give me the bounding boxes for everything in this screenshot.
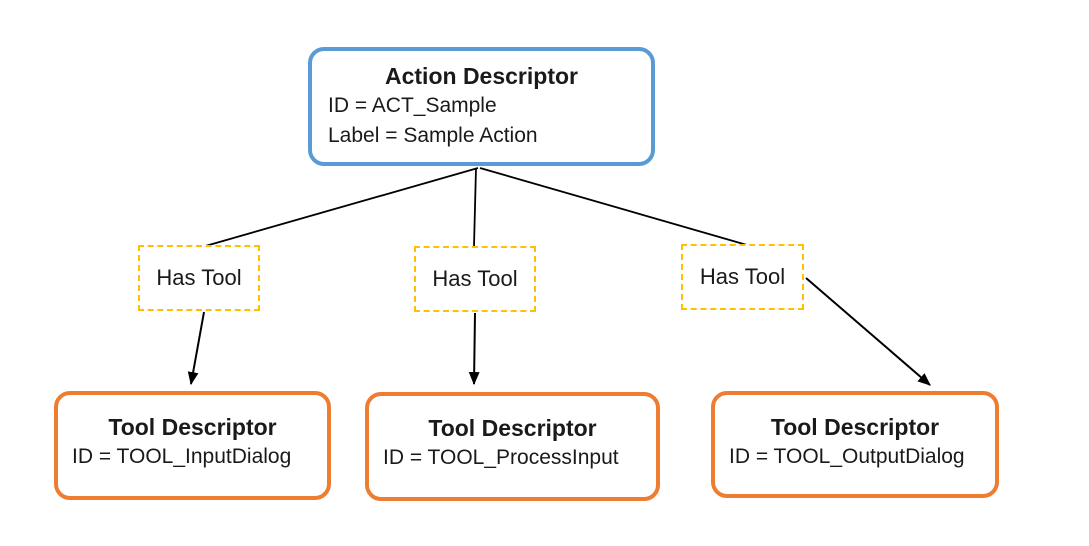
edge-action-to-hastool-1	[201, 167, 479, 248]
tool-descriptor-id-1: ID = TOOL_InputDialog	[72, 445, 292, 468]
arrow-hastool-3-to-tool-3	[805, 277, 931, 386]
arrow-hastool-2-to-tool-2	[468, 312, 480, 386]
has-tool-node-1: Has Tool	[138, 245, 260, 311]
has-tool-label-2: Has Tool	[432, 266, 518, 291]
action-descriptor-title: Action Descriptor	[385, 63, 578, 89]
has-tool-label-3: Has Tool	[699, 264, 786, 289]
tool-descriptor-title-3: Tool Descriptor	[770, 414, 940, 440]
tool-descriptor-id-3: ID = TOOL_OutputDialog	[729, 445, 965, 468]
has-tool-node-3: Has Tool	[681, 244, 804, 310]
tool-descriptor-title-2: Tool Descriptor	[428, 415, 597, 441]
tool-descriptor-title-1: Tool Descriptor	[108, 414, 277, 440]
has-tool-node-2: Has Tool	[414, 246, 536, 312]
action-descriptor-node: Action Descriptor ID = ACT_Sample Label …	[308, 47, 655, 166]
has-tool-label-1: Has Tool	[156, 265, 242, 290]
edge-action-to-hastool-2	[473, 167, 477, 247]
tool-descriptor-node-1: Tool Descriptor ID = TOOL_InputDialog	[54, 391, 331, 500]
tool-descriptor-node-3: Tool Descriptor ID = TOOL_OutputDialog	[711, 391, 999, 498]
action-descriptor-label: Label = Sample Action	[328, 124, 538, 147]
edge-action-to-hastool-3	[479, 167, 748, 246]
action-descriptor-id: ID = ACT_Sample	[328, 94, 497, 117]
tool-descriptor-node-2: Tool Descriptor ID = TOOL_ProcessInput	[365, 392, 660, 501]
tool-descriptor-id-2: ID = TOOL_ProcessInput	[383, 446, 619, 469]
arrow-hastool-1-to-tool-1	[187, 311, 205, 386]
